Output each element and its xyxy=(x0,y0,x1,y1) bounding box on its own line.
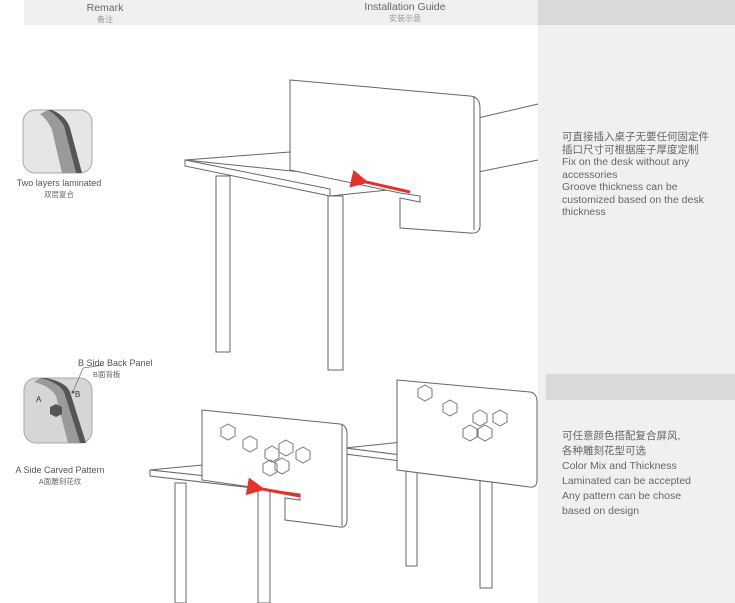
desk-with-panels-2 xyxy=(149,379,538,603)
note-line: accessories xyxy=(562,168,618,181)
desk-with-panel-1 xyxy=(184,79,539,371)
note-line: 可任意颜色搭配复合屏风, xyxy=(562,430,681,442)
note-line: based on design xyxy=(562,505,640,517)
note-line: Any pattern can be chose xyxy=(562,490,682,502)
header-right-band xyxy=(538,0,735,25)
insert-arrow-2 xyxy=(245,477,301,498)
note-line: Color Mix and Thickness xyxy=(562,460,677,472)
installation-guide-title: Installation Guide xyxy=(364,1,446,13)
laminate-detail-thumbnail xyxy=(22,109,93,174)
notes-section-2: 可任意颜色搭配复合屏风, 各种雕刻花型可选 Color Mix and Thic… xyxy=(562,429,727,519)
note-line: 各种雕刻花型可选 xyxy=(562,445,646,457)
insert-arrow-1 xyxy=(349,169,411,194)
note-line: 插口尺寸可根据座子厚度定制 xyxy=(562,143,699,156)
remark-title-cn: 备注 xyxy=(97,15,113,24)
installation-guide-header: Installation Guide 安装示意 xyxy=(330,2,480,24)
remark-header: Remark 备注 xyxy=(60,3,150,25)
note-line: Fix on the desk without any xyxy=(562,156,690,168)
carved-pattern-caption-en: A Side Carved Pattern xyxy=(15,465,105,475)
note-line: Groove thickness can be xyxy=(562,181,678,193)
back-panel-caption-en: B Side Back Panel xyxy=(78,358,153,368)
laminate-caption-cn: 双层复合 xyxy=(44,190,74,199)
back-panel-caption: B Side Back Panel B面背板 xyxy=(78,357,178,381)
back-panel-caption-cn: B面背板 xyxy=(93,370,121,379)
notes-divider-band xyxy=(546,374,735,400)
laminate-caption: Two layers laminated 双层复合 xyxy=(4,177,114,201)
installation-guide-title-cn: 安装示意 xyxy=(389,14,421,23)
carved-hexagon-pattern xyxy=(220,384,508,477)
laminate-caption-en: Two layers laminated xyxy=(16,178,102,188)
remark-title: Remark xyxy=(86,2,124,14)
carved-panel-detail-thumbnail xyxy=(23,364,105,444)
carved-pattern-caption: A Side Carved Pattern A面雕刻花纹 xyxy=(0,464,120,488)
note-line: Laminated can be accepted xyxy=(562,475,692,487)
notes-section-1: 可直接插入桌子无要任何固定件 插口尺寸可根据座子厚度定制 Fix on the … xyxy=(562,131,727,219)
header-bar xyxy=(24,0,538,25)
note-line: customized based on the desk xyxy=(562,193,704,206)
marker-b: B xyxy=(75,390,80,399)
marker-a: A xyxy=(36,395,42,404)
notes-panel xyxy=(538,25,735,603)
note-line: thickness xyxy=(562,206,606,218)
note-line: 可直接插入桌子无要任何固定件 xyxy=(562,131,709,143)
carved-pattern-caption-cn: A面雕刻花纹 xyxy=(38,477,82,486)
